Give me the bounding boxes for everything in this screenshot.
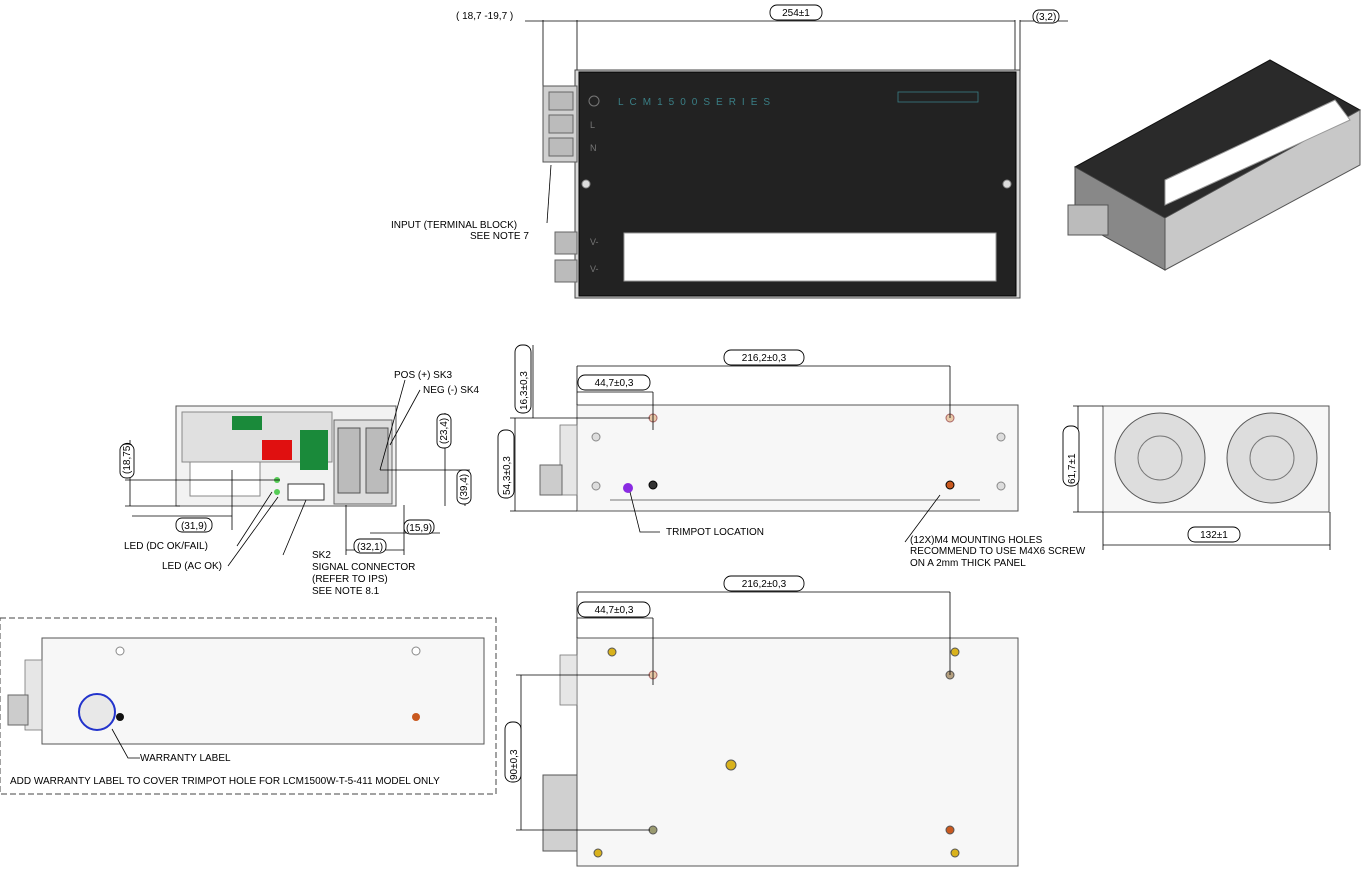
label-area <box>623 232 997 282</box>
warranty-sticker <box>78 693 116 731</box>
front-32-dim: (32,1) <box>357 542 383 553</box>
led-ac-label: LED (AC OK) <box>162 561 222 572</box>
top-right-offset-dim: (3,2) <box>1036 12 1057 23</box>
input-label-1: INPUT (TERMINAL BLOCK) <box>391 220 517 231</box>
side-view: 216,2±0,3 44,7±0,3 16,3±0,3 54,3±0,3 TRI… <box>497 344 1086 569</box>
mounting-hole <box>945 480 955 490</box>
side-54-dim: 54,3±0,3 <box>502 456 513 495</box>
rear-height-dim: 61,7±1 <box>1067 453 1078 484</box>
front-31-dim: (31,9) <box>181 521 207 532</box>
terminal-block <box>542 85 578 163</box>
warranty-label: WARRANTY LABEL <box>140 753 231 764</box>
warranty-view: WARRANTY LABEL ADD WARRANTY LABEL TO COV… <box>0 617 497 795</box>
sk2-label-3: (REFER TO IPS) <box>312 574 388 585</box>
rear-view: 61,7±1 132±1 <box>1062 405 1331 550</box>
sk2-label-4: SEE NOTE 8.1 <box>312 586 380 597</box>
input-label-2: SEE NOTE 7 <box>470 231 529 242</box>
brand-logo <box>897 91 979 103</box>
pin-label-vpos: V- <box>590 264 599 274</box>
led-dc-label: LED (DC OK/FAIL) <box>124 541 208 552</box>
side-width-dim: 216,2±0,3 <box>742 353 787 364</box>
top-left-offset-dim: ( 18,7 -19,7 ) <box>456 11 513 22</box>
front-15-dim: (15,9) <box>406 523 432 534</box>
front-18-dim: (18,75) <box>122 442 133 474</box>
series-name: LCM1500SERIES <box>618 97 776 108</box>
neg-terminal <box>337 427 361 494</box>
sk2-label-2: SIGNAL CONNECTOR <box>312 562 415 573</box>
bottom-height-dim: 90±0,3 <box>509 749 520 780</box>
side-16-dim: 16,3±0,3 <box>519 371 530 410</box>
pin-label-l: L <box>590 120 595 130</box>
iso-view <box>1067 59 1362 271</box>
rear-width-dim: 132±1 <box>1200 530 1228 541</box>
iso-terminal <box>1067 204 1109 236</box>
pin-label-vneg: V- <box>590 237 599 247</box>
sk2-label-1: SK2 <box>312 550 331 561</box>
bottom-width-dim: 216,2±0,3 <box>742 579 787 590</box>
mount-label-2: RECOMMEND TO USE M4X6 SCREW <box>910 546 1086 557</box>
bottom-view: 216,2±0,3 44,7±0,3 90±0,3 <box>504 575 1019 867</box>
bottom-terminal-block <box>542 774 578 852</box>
top-view: 254±1 ( 18,7 -19,7 ) (3,2) LCM1500SERIES… <box>391 4 1068 299</box>
mount-label-3: ON A 2mm THICK PANEL <box>910 558 1026 569</box>
trimpot-label: TRIMPOT LOCATION <box>666 527 764 538</box>
front-23-dim: (23,4) <box>439 418 450 444</box>
pos-label: POS (+) SK3 <box>394 370 453 381</box>
pos-terminal <box>365 427 389 494</box>
output-terminals <box>554 231 578 283</box>
side-connector <box>559 424 578 496</box>
fan-left <box>1114 412 1206 504</box>
mount-label-1: (12X)M4 MOUNTING HOLES <box>910 535 1043 546</box>
front-view: (18,75) (23,4) (39,4) (31,9) (15,9) (32,… <box>119 370 480 597</box>
trimpot <box>623 483 633 493</box>
signal-connector <box>287 483 325 501</box>
front-39-dim: (39,4) <box>459 474 470 500</box>
bottom-hole-dim: 44,7±0,3 <box>595 605 634 616</box>
top-length-dim: 254±1 <box>782 8 810 19</box>
fan-right <box>1226 412 1318 504</box>
neg-label: NEG (-) SK4 <box>423 385 480 396</box>
pin-label-n: N <box>590 143 597 153</box>
side-hole-dim: 44,7±0,3 <box>595 378 634 389</box>
warranty-note: ADD WARRANTY LABEL TO COVER TRIMPOT HOLE… <box>10 776 440 787</box>
